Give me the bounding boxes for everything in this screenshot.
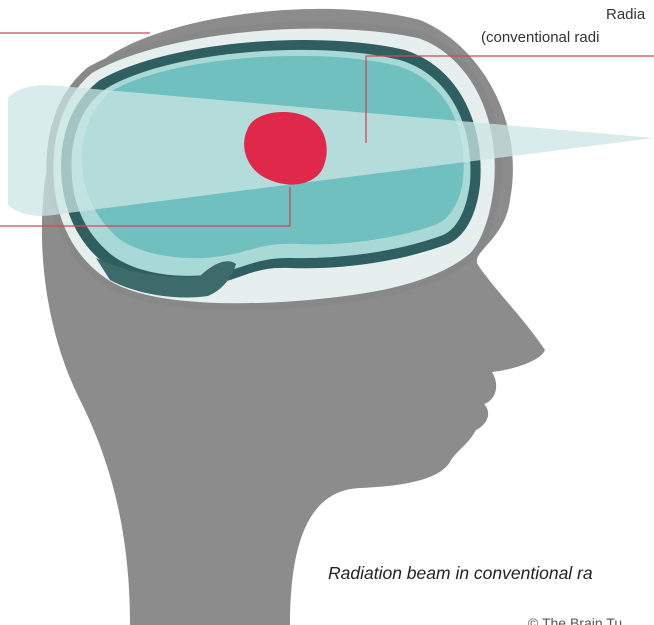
- figure-caption: Radiation beam in conventional ra: [328, 563, 593, 584]
- beam-label-line1: Radia: [606, 6, 645, 24]
- beam-label-line2: (conventional radi: [481, 29, 599, 47]
- copyright-notice: © The Brain Tu: [528, 615, 622, 625]
